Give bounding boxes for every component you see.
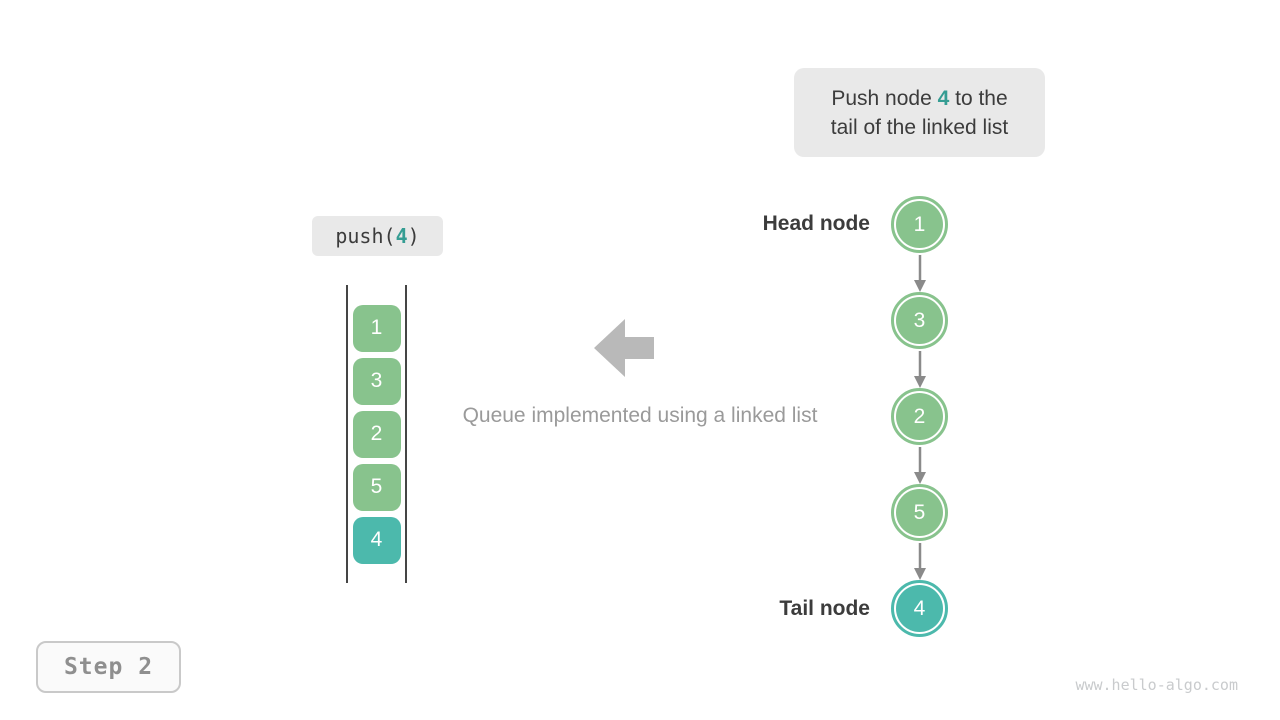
push-call-suffix: ) [407, 224, 420, 248]
list-node-value: 4 [896, 585, 943, 632]
list-node-value: 1 [896, 201, 943, 248]
stack-cell: 2 [352, 410, 401, 458]
push-call-prefix: push( [335, 224, 396, 248]
list-node: 3 [891, 292, 948, 349]
callout-text-after: to the [949, 86, 1008, 110]
step-badge: Step 2 [36, 641, 181, 693]
list-node: 5 [891, 484, 948, 541]
list-node-new: 4 [891, 580, 948, 637]
stack-cell: 1 [352, 304, 401, 352]
linked-list: 1 3 2 5 4 [891, 196, 948, 637]
push-call-value: 4 [395, 224, 408, 248]
callout-line2: tail of the linked list [830, 115, 1009, 139]
arrow-left-icon [594, 319, 654, 377]
list-node-value: 3 [896, 297, 943, 344]
caption: Queue implemented using a linked list [462, 404, 818, 427]
arrow-down-icon [913, 254, 926, 292]
queue-stack-frame: 1 3 2 5 4 [346, 285, 407, 583]
callout-text-before: Push node [831, 86, 938, 110]
watermark: www.hello-algo.com [1075, 676, 1238, 694]
step-badge-label: Step 2 [63, 654, 154, 680]
stack-cell-new: 4 [352, 516, 401, 564]
callout-bubble: Push node 4 to the tail of the linked li… [794, 68, 1045, 157]
head-node-label: Head node [762, 212, 870, 235]
list-node: 2 [891, 388, 948, 445]
arrow-down-icon [913, 446, 926, 484]
arrow-down-icon [913, 542, 926, 580]
callout-line1: Push node 4 to the [831, 84, 1007, 113]
push-call-chip: push(4) [312, 216, 443, 256]
callout-value: 4 [937, 86, 950, 110]
stack-cell: 5 [352, 463, 401, 511]
list-node-value: 2 [896, 393, 943, 440]
list-node-value: 5 [896, 489, 943, 536]
arrow-down-icon [913, 350, 926, 388]
stack-cell: 3 [352, 357, 401, 405]
tail-node-label: Tail node [779, 597, 870, 620]
list-node: 1 [891, 196, 948, 253]
